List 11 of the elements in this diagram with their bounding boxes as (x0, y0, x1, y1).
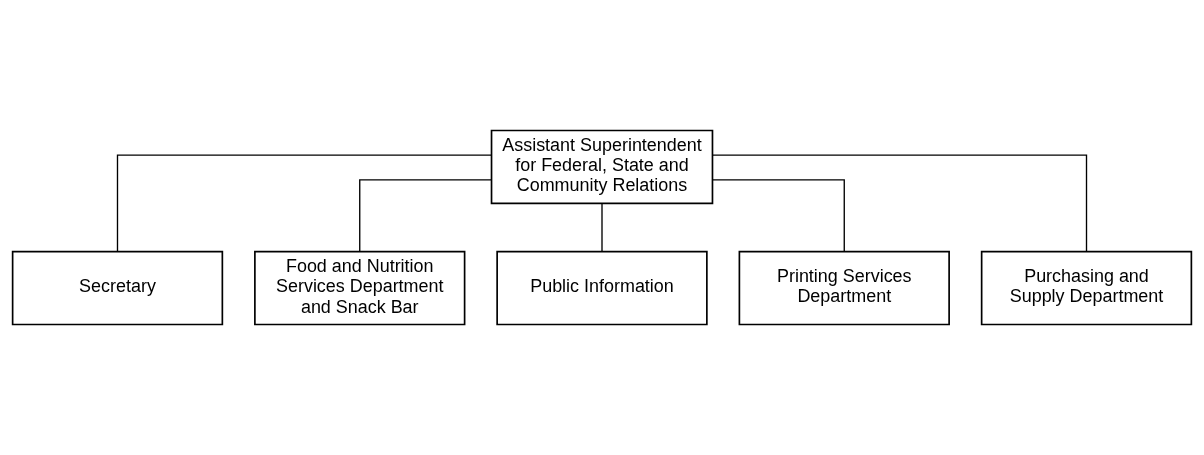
node-box: Public Information (496, 250, 708, 326)
node-box: Assistant Superintendent for Federal, State and Community Relations (490, 129, 714, 205)
node-box: Purchasing and Supply Department (980, 250, 1193, 326)
node-box: Food and Nutrition Services Department and Snack Bar (254, 250, 466, 326)
connector (116, 154, 493, 253)
node-box: Printing Services Department (738, 250, 950, 326)
connector (711, 154, 1088, 253)
connector (711, 179, 845, 253)
connector (601, 202, 603, 253)
connector (359, 179, 493, 253)
node-box: Secretary (11, 250, 224, 326)
